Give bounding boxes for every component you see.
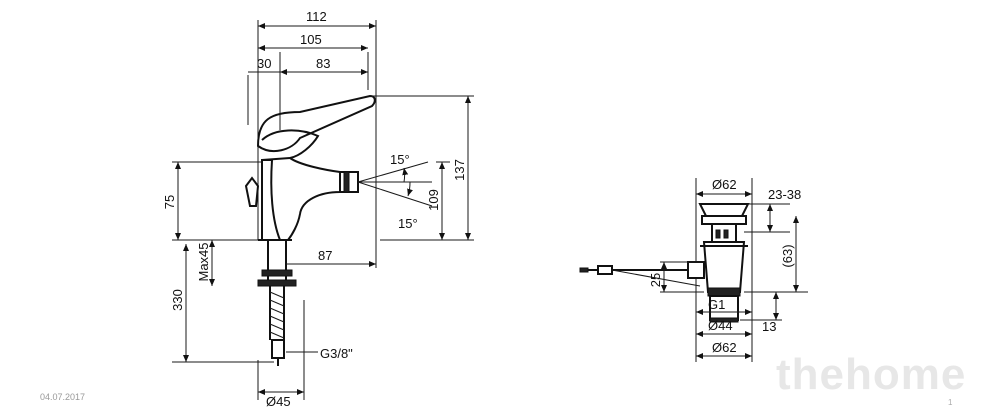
drawing-date: 04.07.2017 <box>40 392 86 402</box>
label-drain-d62-top: Ø62 <box>712 177 737 192</box>
label-112: 112 <box>306 9 327 24</box>
label-angle-lower: 15° <box>398 216 418 231</box>
label-330: 330 <box>170 289 185 311</box>
faucet-body <box>261 157 341 241</box>
lever-handle <box>256 94 376 153</box>
drain-cap <box>698 203 750 217</box>
drain-drawing: Ø62 23-38 (63) 25 G1 Ø44 13 Ø62 <box>579 177 808 362</box>
label-d44: Ø44 <box>708 318 733 333</box>
label-drain-d62-bottom: Ø62 <box>712 340 737 355</box>
label-angle-upper: 15° <box>390 152 410 167</box>
label-83: 83 <box>316 56 330 71</box>
label-30: 30 <box>257 56 271 71</box>
label-87: 87 <box>318 248 332 263</box>
drain-body <box>702 241 746 293</box>
label-75: 75 <box>162 195 177 209</box>
flex-hose <box>269 286 285 340</box>
popup-knob <box>244 176 260 207</box>
label-109: 109 <box>426 189 441 211</box>
label-105: 105 <box>300 32 322 47</box>
label-25: 25 <box>648 273 663 287</box>
label-137: 137 <box>452 159 467 181</box>
label-max45: Max45 <box>196 242 211 281</box>
label-23-38: 23-38 <box>768 187 801 202</box>
label-63: (63) <box>780 244 795 267</box>
label-13: 13 <box>762 319 776 334</box>
label-thread-g38: G3/8" <box>320 346 353 361</box>
page-number: 1 <box>948 398 953 407</box>
watermark-logo: thehome <box>776 350 967 399</box>
label-d45: Ø45 <box>266 394 291 409</box>
label-g1: G1 <box>708 297 725 312</box>
faucet-drawing: 112 105 30 83 15° 15° 109 137 75 Max45 8… <box>162 9 474 409</box>
